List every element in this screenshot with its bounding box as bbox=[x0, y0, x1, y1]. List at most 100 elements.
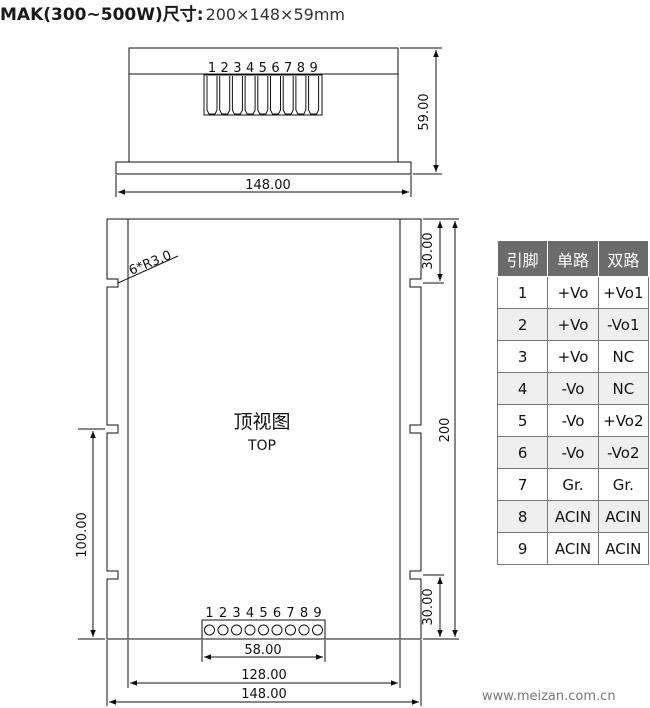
pin-number: 6 bbox=[496, 436, 549, 469]
table-row: 6 -Vo -Vo2 bbox=[496, 436, 650, 469]
top-view-subtitle: TOP bbox=[247, 438, 276, 454]
table-header-row: 引脚 单路 双路 bbox=[496, 240, 650, 277]
terminal-slot bbox=[244, 76, 256, 115]
terminal-screw bbox=[231, 624, 242, 636]
radius-note: 6*R3.0 bbox=[127, 248, 174, 279]
side-height-label: 59.00 bbox=[417, 93, 432, 130]
model-title: MAK(300~500W)尺寸: bbox=[0, 5, 204, 25]
side-pin-number: 1 bbox=[208, 61, 216, 76]
pin-number: 7 bbox=[496, 468, 549, 501]
dual-output: -Vo2 bbox=[597, 436, 650, 469]
left-offset-label: 100.00 bbox=[75, 512, 90, 558]
terminal-slot bbox=[308, 76, 320, 115]
title-bar: MAK(300~500W)尺寸: 200×148×59mm bbox=[0, 0, 345, 26]
table-row: 7 Gr. Gr. bbox=[496, 468, 650, 501]
dual-output: +Vo2 bbox=[597, 404, 650, 437]
top-pin-number: 8 bbox=[300, 606, 308, 621]
header-single: 单路 bbox=[547, 240, 599, 277]
left-mounting-flange bbox=[106, 218, 129, 640]
terminal-screw bbox=[271, 624, 283, 636]
single-output: -Vo bbox=[547, 372, 599, 405]
dual-output: NC bbox=[597, 340, 650, 373]
dual-output: -Vo1 bbox=[597, 308, 650, 341]
terminal-screw bbox=[285, 624, 296, 636]
single-output: -Vo bbox=[547, 404, 599, 437]
pin-assignment-table: 引脚 单路 双路 1 +Vo +Vo1 2 +Vo -Vo1 3 +Vo NC … bbox=[496, 240, 650, 565]
table-row: 5 -Vo +Vo2 bbox=[496, 404, 650, 437]
terminal-slot bbox=[282, 76, 294, 115]
dual-output: Gr. bbox=[597, 468, 650, 501]
terminal-slot bbox=[219, 76, 231, 115]
pin-number: 1 bbox=[496, 276, 549, 309]
dual-output: NC bbox=[597, 372, 650, 405]
terminal-slot bbox=[206, 76, 218, 115]
terminal-width-label: 58.00 bbox=[244, 643, 281, 658]
table-row: 8 ACIN ACIN bbox=[496, 500, 650, 533]
website-url: www.meizan.com.cn bbox=[482, 689, 616, 704]
side-pin-number: 9 bbox=[309, 61, 317, 76]
total-height-label: 200 bbox=[438, 418, 453, 443]
single-output: +Vo bbox=[547, 340, 599, 373]
single-output: +Vo bbox=[547, 276, 599, 309]
right-top-offset-label: 30.00 bbox=[421, 232, 436, 269]
total-width-label: 148.00 bbox=[241, 687, 287, 702]
terminal-screw bbox=[258, 624, 269, 636]
dual-output: ACIN bbox=[597, 500, 650, 533]
header-pin: 引脚 bbox=[496, 240, 549, 277]
side-view-base-flange bbox=[115, 161, 412, 175]
top-view-terminal-block bbox=[201, 619, 326, 640]
terminal-screw bbox=[217, 624, 229, 636]
header-dual: 双路 bbox=[597, 240, 650, 277]
terminal-slot bbox=[257, 76, 269, 115]
pin-number: 8 bbox=[496, 500, 549, 533]
top-pin-number: 9 bbox=[313, 606, 321, 621]
right-bottom-offset-label: 30.00 bbox=[421, 588, 436, 625]
radius-leader-line bbox=[117, 255, 179, 284]
side-pin-number: 2 bbox=[221, 61, 229, 76]
side-pin-number: 8 bbox=[297, 61, 305, 76]
side-view-terminal-slots bbox=[206, 76, 320, 115]
side-width-label: 148.00 bbox=[245, 178, 291, 193]
dual-output: +Vo1 bbox=[597, 276, 650, 309]
overall-dimensions: 200×148×59mm bbox=[205, 5, 345, 24]
single-output: ACIN bbox=[547, 500, 599, 533]
top-pin-number: 4 bbox=[246, 606, 254, 621]
terminal-screw bbox=[204, 624, 215, 636]
table-row: 4 -Vo NC bbox=[496, 372, 650, 405]
table-row: 9 ACIN ACIN bbox=[496, 532, 650, 565]
pin-number: 9 bbox=[496, 532, 549, 565]
side-pin-number: 5 bbox=[259, 61, 267, 76]
terminal-slot bbox=[231, 76, 243, 115]
top-pin-number: 2 bbox=[219, 606, 227, 621]
inner-width-label: 128.00 bbox=[241, 668, 287, 683]
side-view-body bbox=[128, 73, 399, 163]
right-mounting-flange bbox=[399, 218, 422, 640]
terminal-screw bbox=[312, 624, 323, 636]
side-pin-number: 7 bbox=[284, 61, 292, 76]
side-pin-number: 3 bbox=[233, 61, 241, 76]
side-pin-number: 4 bbox=[246, 61, 254, 76]
pin-number: 3 bbox=[496, 340, 549, 373]
top-pin-number: 5 bbox=[259, 606, 267, 621]
terminal-slot bbox=[270, 76, 281, 115]
table-row: 1 +Vo +Vo1 bbox=[496, 276, 650, 309]
table-row: 2 +Vo -Vo1 bbox=[496, 308, 650, 341]
dual-output: ACIN bbox=[597, 532, 650, 565]
table-row: 3 +Vo NC bbox=[496, 340, 650, 373]
single-output: ACIN bbox=[547, 532, 599, 565]
top-pin-number: 1 bbox=[205, 606, 213, 621]
pin-number: 4 bbox=[496, 372, 549, 405]
terminal-screw bbox=[244, 624, 256, 636]
pin-number: 5 bbox=[496, 404, 549, 437]
single-output: -Vo bbox=[547, 436, 599, 469]
single-output: +Vo bbox=[547, 308, 599, 341]
top-pin-number: 7 bbox=[286, 606, 294, 621]
top-view-terminal-screws bbox=[204, 624, 323, 636]
terminal-slot bbox=[295, 76, 307, 115]
single-output: Gr. bbox=[547, 468, 599, 501]
